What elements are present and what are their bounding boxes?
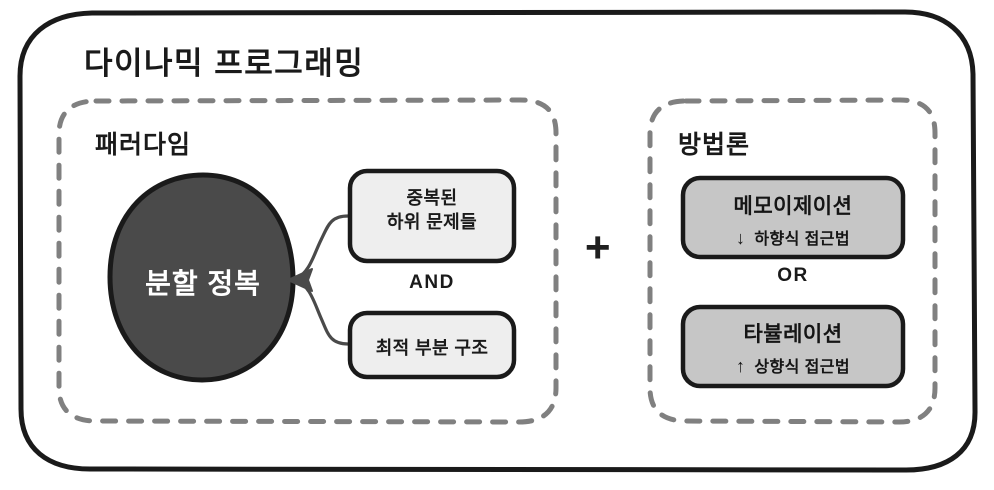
memoization-box	[680, 175, 906, 260]
memoization-approach-text: 하향식 접근법	[754, 231, 850, 248]
tabulation-approach: ↑ 상향식 접근법	[683, 353, 903, 377]
optimal-substructure-box	[347, 310, 517, 380]
memoization-title: 메모이제이션	[733, 195, 853, 218]
overlapping-subproblems-box	[347, 168, 517, 264]
connector-arrowhead	[287, 268, 313, 292]
arrow-down-icon: ↓	[736, 228, 746, 248]
and-operator: AND	[409, 272, 455, 293]
page-title: 다이나믹 프로그래밍	[84, 46, 365, 81]
overlapping-subproblems-line-2: 하위 문제들	[386, 211, 478, 232]
memoization-approach: ↓ 하향식 접근법	[683, 225, 903, 249]
or-operator: OR	[777, 265, 809, 286]
methodology-section-label: 방법론	[678, 131, 751, 159]
tabulation-label: 타뷸레이션 ↑ 상향식 접근법	[683, 318, 903, 377]
paradigm-section-label: 패러다임	[95, 131, 192, 159]
overlapping-subproblems-label: 중복된 하위 문제들	[352, 187, 512, 235]
optimal-substructure-line-1: 최적 부분 구조	[375, 338, 489, 358]
tabulation-box	[680, 304, 906, 389]
arrow-up-icon: ↑	[736, 356, 746, 376]
overlapping-subproblems-line-1: 중복된	[406, 188, 458, 208]
connector-overlap-to-circle	[294, 214, 350, 281]
memoization-label: 메모이제이션 ↓ 하향식 접근법	[683, 190, 903, 249]
connector-optimal-to-circle	[294, 278, 350, 346]
outer-frame	[17, 9, 978, 473]
paradigm-section-frame	[56, 97, 559, 425]
methodology-section-frame	[647, 97, 938, 425]
divide-and-conquer-label: 분할 정복	[145, 268, 261, 299]
tabulation-approach-text: 상향식 접근법	[754, 359, 850, 376]
optimal-substructure-label: 최적 부분 구조	[352, 337, 512, 361]
tabulation-title: 타뷸레이션	[743, 323, 843, 346]
divide-and-conquer-circle	[107, 172, 296, 383]
